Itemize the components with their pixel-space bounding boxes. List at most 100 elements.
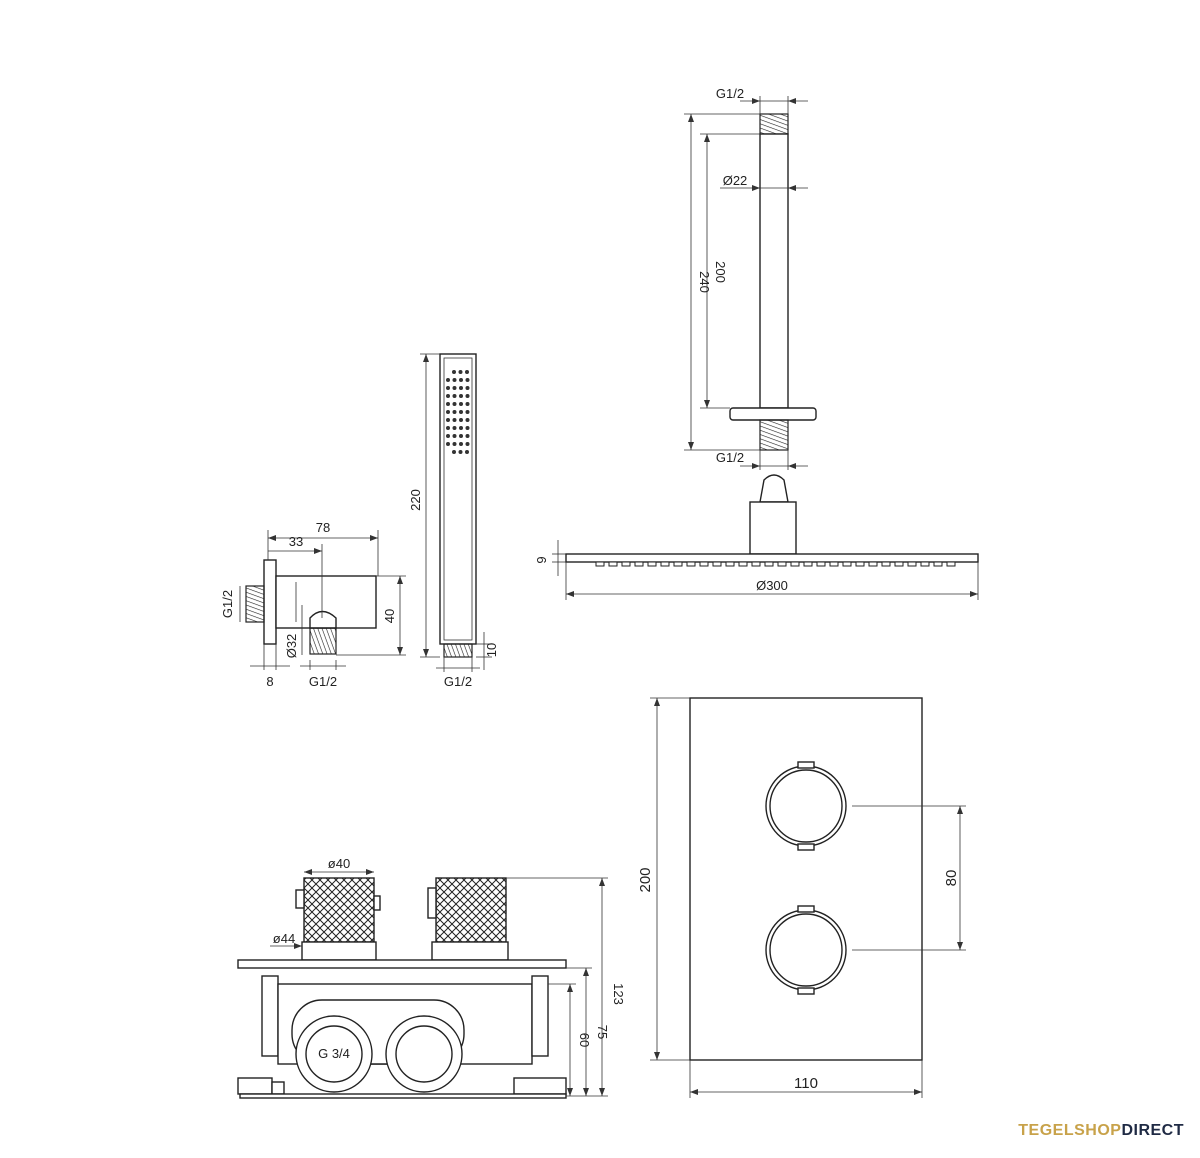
head-nozzle (842, 561, 852, 567)
label-valve-60: 60 (577, 1033, 592, 1047)
head-nozzle (764, 561, 774, 567)
label-arm-240: 240 (697, 271, 712, 293)
nozzle-dot (459, 426, 463, 430)
head-nozzle (894, 561, 904, 567)
nozzle-dot (452, 370, 456, 374)
nozzle-dot (459, 386, 463, 390)
nozzle-dot (452, 442, 457, 446)
head-nozzle (868, 561, 878, 567)
head-nozzle (686, 561, 696, 567)
label-wall-d32: Ø32 (284, 634, 299, 659)
label-wall-78: 78 (316, 520, 330, 535)
nozzle-dot (446, 418, 450, 422)
nozzle-dot (459, 418, 463, 422)
nozzle-dot (465, 434, 470, 438)
label-wall-8: 8 (266, 674, 273, 689)
label-plate-200: 200 (637, 867, 654, 892)
label-hand-g12: G1/2 (444, 674, 472, 689)
head-nozzle (829, 561, 839, 567)
label-hand-220: 220 (408, 489, 423, 511)
head-nozzle (855, 561, 865, 567)
nozzle-dot (446, 426, 450, 430)
head-nozzle (803, 561, 813, 567)
nozzle-dot (465, 402, 470, 406)
label-arm-d22: Ø22 (723, 173, 748, 188)
head-nozzle (881, 561, 891, 567)
nozzle-dot (446, 394, 450, 398)
nozzle-dot (465, 442, 470, 446)
nozzle-dot (465, 426, 470, 430)
nozzle-dot (465, 418, 470, 422)
nozzle-dot (452, 450, 456, 454)
head-nozzle (790, 561, 800, 567)
nozzle-dot (459, 442, 463, 446)
nozzle-dot (465, 450, 469, 454)
nozzle-dot (465, 370, 469, 374)
label-valve-d40: ø40 (328, 856, 350, 871)
label-valve-d44: ø44 (273, 931, 295, 946)
nozzle-dot (446, 410, 450, 414)
brand-logo: TEGELSHOPDIRECT (1018, 1122, 1184, 1140)
nozzle-dot (446, 434, 450, 438)
brand-part1: TEGELSHOP (1018, 1122, 1122, 1139)
nozzle-dot (452, 418, 457, 422)
head-nozzle (920, 561, 930, 567)
nozzle-dot (446, 402, 450, 406)
head-nozzle (725, 561, 735, 567)
thermostatic-valve-body: ø40 ø44 123 75 60 G 3/4 (237, 856, 626, 1099)
nozzle-dot (465, 378, 470, 382)
label-arm-200: 200 (713, 261, 728, 283)
label-head-d300: Ø300 (756, 578, 788, 593)
nozzle-dot (465, 394, 470, 398)
head-nozzle (777, 561, 787, 567)
front-plate: 200 80 110 (637, 697, 966, 1098)
head-nozzle (647, 561, 657, 567)
hand-shower: 220 10 G1/2 (408, 353, 499, 689)
head-nozzle (673, 561, 683, 567)
nozzle-dot (446, 378, 450, 382)
label-arm-g12-top: G1/2 (716, 86, 744, 101)
label-plate-80: 80 (943, 870, 960, 887)
nozzle-dot (465, 386, 470, 390)
nozzle-dot (459, 402, 463, 406)
label-arm-g12-bottom: G1/2 (716, 450, 744, 465)
wall-outlet: 78 33 40 G1/2 Ø32 8 G1/2 (220, 520, 406, 689)
label-valve-75: 75 (595, 1025, 610, 1039)
head-nozzle (621, 561, 631, 567)
nozzle-dot (459, 394, 463, 398)
head-nozzle (699, 561, 709, 567)
nozzle-dot (446, 386, 450, 390)
nozzle-dot (465, 410, 470, 414)
label-hand-10: 10 (484, 643, 499, 657)
nozzle-dot (452, 426, 457, 430)
head-nozzle (933, 561, 943, 567)
nozzle-dot (458, 450, 463, 454)
label-wall-g12-bottom: G1/2 (309, 674, 337, 689)
nozzle-dot (459, 410, 463, 414)
nozzle-dot (459, 434, 463, 438)
label-wall-g12: G1/2 (220, 590, 235, 618)
nozzle-dot (452, 402, 457, 406)
head-nozzle (946, 561, 956, 567)
label-valve-g34: G 3/4 (318, 1046, 350, 1061)
label-head-9: 9 (534, 556, 549, 563)
head-nozzle (751, 561, 761, 567)
head-nozzle (660, 561, 670, 567)
nozzle-dot (452, 410, 457, 414)
head-nozzle (634, 561, 644, 567)
label-wall-40: 40 (382, 609, 397, 623)
label-valve-123: 123 (611, 983, 626, 1005)
shower-head: 9 Ø300 (534, 474, 979, 600)
nozzle-dot (446, 442, 450, 446)
head-nozzle (608, 561, 618, 567)
head-nozzle (738, 561, 748, 567)
head-nozzle (816, 561, 826, 567)
nozzle-dot (452, 434, 457, 438)
head-nozzle (907, 561, 917, 567)
label-plate-110: 110 (794, 1075, 818, 1092)
nozzle-dot (452, 378, 457, 382)
nozzle-dot (452, 394, 457, 398)
head-nozzle (712, 561, 722, 567)
nozzle-dot (452, 386, 457, 390)
